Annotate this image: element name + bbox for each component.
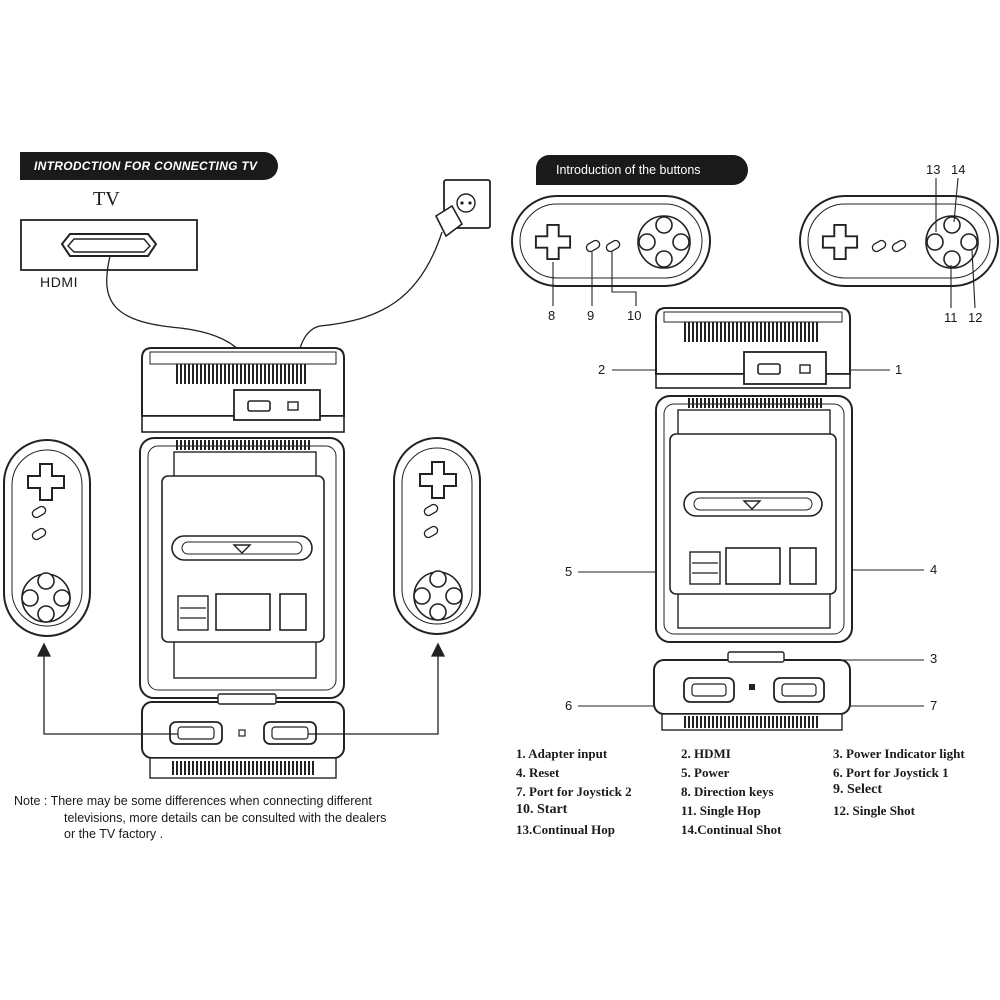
callout-12: 12 xyxy=(968,310,983,325)
legend-item-5: 5. Power xyxy=(681,765,730,780)
hdmi-label: HDMI xyxy=(40,274,79,290)
callout-14: 14 xyxy=(951,162,966,177)
controller-vertical-left xyxy=(3,439,91,637)
callout-6: 6 xyxy=(565,698,573,713)
controller-horizontal-1 xyxy=(511,195,711,287)
legend-item-14: 14.Continual Shot xyxy=(681,822,782,837)
console-front-right xyxy=(653,651,851,731)
legend-item-6: 6. Port for Joystick 1 xyxy=(833,765,949,780)
callout-1: 1 xyxy=(895,362,903,377)
console-body-right xyxy=(655,395,853,643)
legend-item-4: 4. Reset xyxy=(516,765,560,780)
callout-3: 3 xyxy=(930,651,938,666)
legend-item-13: 13.Continual Hop xyxy=(516,822,615,837)
controller-horizontal-2 xyxy=(799,195,999,287)
joystick-arrows xyxy=(36,642,446,735)
legend-item-12: 12. Single Shot xyxy=(833,803,915,818)
callout-10: 10 xyxy=(627,308,642,323)
controller-vertical-right xyxy=(393,437,481,635)
callout-2: 2 xyxy=(598,362,606,377)
connecting-tv-banner: INTRODCTION FOR CONNECTING TV xyxy=(20,152,278,180)
callout-5: 5 xyxy=(565,564,573,579)
callout-8: 8 xyxy=(548,308,556,323)
callout-7: 7 xyxy=(930,698,938,713)
legend-item-11: 11. Single Hop xyxy=(681,803,761,818)
callout-4: 4 xyxy=(930,562,938,577)
legend-item-1: 1. Adapter input xyxy=(516,746,608,761)
callout-9: 9 xyxy=(587,308,595,323)
buttons-intro-banner: Introduction of the buttons xyxy=(536,155,748,185)
note-line-3: or the TV factory . xyxy=(64,827,164,841)
wall-plug-icon xyxy=(434,179,491,238)
legend-item-3: 3. Power Indicator light xyxy=(833,746,965,761)
connection-note: Note : There may be some differences whe… xyxy=(14,793,484,843)
note-line-2: televisions, more details can be consult… xyxy=(64,810,387,825)
note-line-1: Note : There may be some differences whe… xyxy=(14,794,372,808)
console-body-left xyxy=(139,437,345,699)
tv-label: TV xyxy=(93,188,120,210)
callout-13: 13 xyxy=(926,162,941,177)
legend-item-8: 8. Direction keys xyxy=(681,784,774,799)
legend-item-2: 2. HDMI xyxy=(681,746,731,761)
console-back-left xyxy=(141,347,345,433)
console-front-left xyxy=(141,693,345,779)
legend-item-10: 10. Start xyxy=(516,802,568,817)
legend-item-7: 7. Port for Joystick 2 xyxy=(516,784,632,799)
console-back-right xyxy=(655,307,851,389)
legend-item-9: 9. Select xyxy=(833,782,882,797)
callout-11: 11 xyxy=(944,310,958,325)
